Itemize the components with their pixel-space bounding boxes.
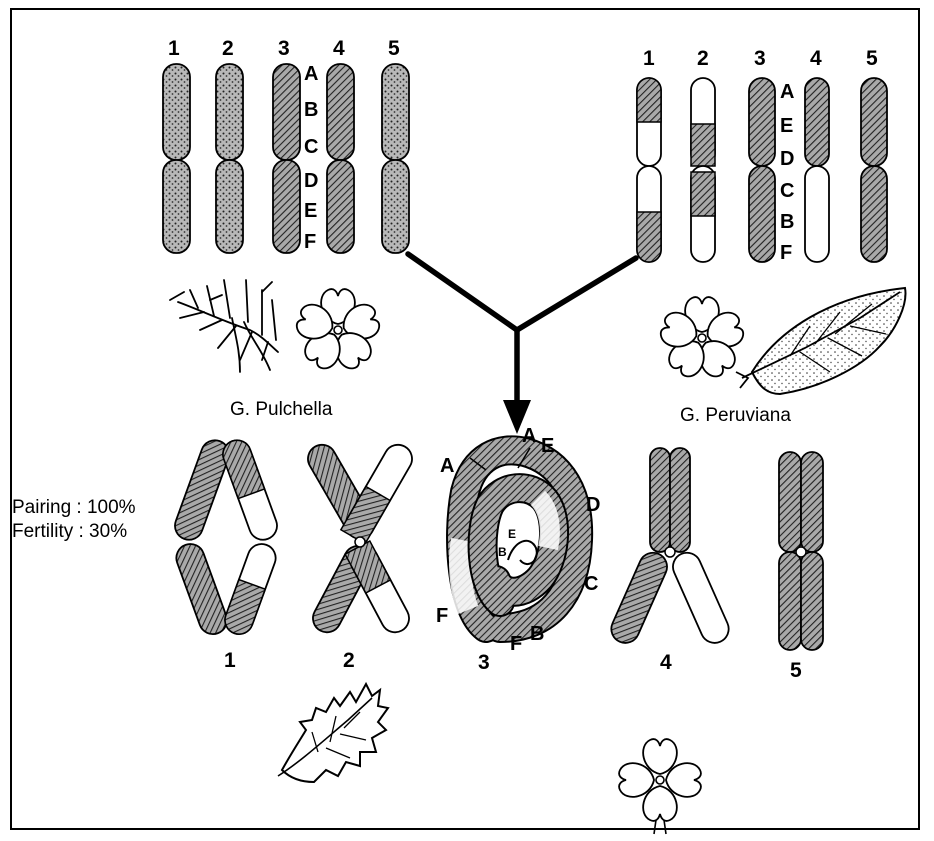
right-species-name: G. Peruviana [680, 406, 791, 425]
right-gene-label: D [780, 149, 794, 169]
left-chromosome-2 [216, 64, 243, 253]
loop-gene-label: D [586, 495, 600, 515]
left-chromosome-4 [327, 64, 354, 253]
hybrid-inversion-loop-3 [460, 448, 578, 628]
right-chromosome-number: 1 [643, 48, 655, 69]
flower-icon [619, 739, 701, 834]
right-gene-label: F [780, 243, 792, 263]
right-chromosome-number: 5 [866, 48, 878, 69]
left-gene-label: F [304, 232, 316, 252]
loop-gene-label: F [436, 606, 448, 626]
right-chromosome-4 [805, 78, 829, 262]
hybrid-pair-number: 5 [790, 660, 802, 681]
loop-gene-label: F [510, 634, 522, 654]
right-chromosome-number: 2 [697, 48, 709, 69]
hybrid-pair-number: 1 [224, 650, 236, 671]
right-parent-chromosomes [637, 78, 887, 262]
right-gene-label: C [780, 181, 794, 201]
left-species-name: G. Pulchella [230, 400, 332, 419]
left-chromosome-1 [163, 64, 190, 253]
loop-gene-label: C [584, 574, 598, 594]
left-gene-label: C [304, 137, 318, 157]
right-chromosome-2 [691, 78, 715, 262]
left-gene-label: B [304, 100, 318, 120]
left-gene-label: D [304, 171, 318, 191]
right-chromosome-5 [861, 78, 887, 262]
left-chromosome-number: 1 [168, 38, 180, 59]
hybrid-bivalent-5 [779, 452, 823, 650]
left-chromosome-3 [273, 64, 300, 253]
left-gene-label: A [304, 64, 318, 84]
right-chromosome-number: 3 [754, 48, 766, 69]
right-gene-label: B [780, 212, 794, 232]
right-gene-label: A [780, 82, 794, 102]
hybrid-bivalent-4 [607, 448, 733, 647]
loop-gene-label: A [522, 426, 536, 446]
left-chromosome-number: 2 [222, 38, 234, 59]
left-parent-chromosomes [163, 64, 409, 253]
loop-gene-label: E [541, 436, 554, 456]
hybrid-pair-number: 2 [343, 650, 355, 671]
hybrid-pair-number: 3 [478, 652, 490, 673]
left-chromosome-number: 5 [388, 38, 400, 59]
loop-inner-gene-label: E [508, 528, 516, 540]
left-chromosome-number: 3 [278, 38, 290, 59]
hybridization-arrow [408, 254, 636, 434]
loop-gene-label: A [440, 456, 454, 476]
loop-inner-gene-label: B [498, 546, 507, 558]
hybrid-stats: Pairing : 100% Fertility : 30% [12, 496, 136, 544]
lobed-leaf-icon [278, 684, 388, 782]
hybrid-bivalent-1 [171, 436, 281, 638]
hybrid-bivalent-2 [303, 440, 417, 637]
pinnate-leaf-icon [170, 280, 278, 372]
left-gene-label: E [304, 201, 317, 221]
right-gene-label: E [780, 116, 793, 136]
right-chromosome-1 [637, 78, 661, 262]
left-chromosome-5 [382, 64, 409, 253]
fertility-stat: Fertility : 30% [12, 520, 136, 544]
hybrid-pair-number: 4 [660, 652, 672, 673]
serrate-leaf-icon [736, 288, 905, 394]
flower-icon [658, 297, 746, 381]
left-chromosome-number: 4 [333, 38, 345, 59]
right-chromosome-number: 4 [810, 48, 822, 69]
right-chromosome-3 [749, 78, 775, 262]
flower-icon [294, 289, 382, 373]
pairing-stat: Pairing : 100% [12, 496, 136, 520]
loop-gene-label: B [530, 624, 544, 644]
